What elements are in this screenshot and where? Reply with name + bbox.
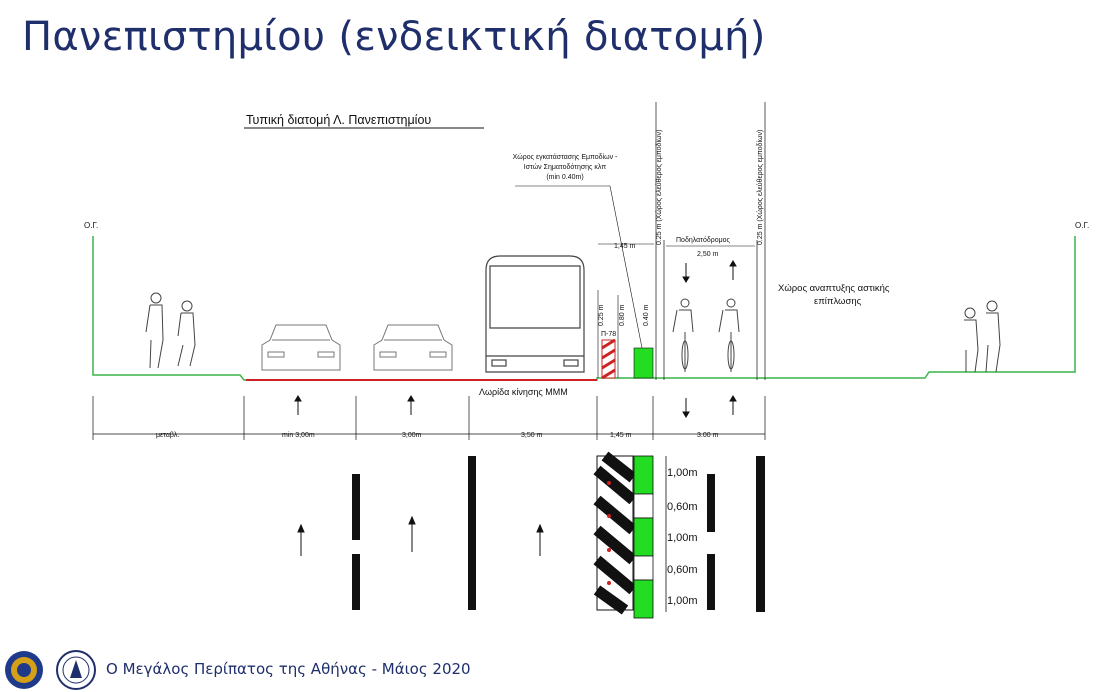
width-label-2: 3,00m (402, 432, 422, 439)
pedestrians-left-icon (145, 292, 196, 369)
building-line-left-label: Ο.Γ. (84, 221, 98, 230)
urban-space-label-1: Χώρος αναπτυξης αστικής (778, 283, 890, 294)
svg-text:Χώρος εγκατάστασης Εμποδίων -: Χώρος εγκατάστασης Εμποδίων - (513, 153, 618, 161)
footer-text: Ο Μεγάλος Περίπατος της Αθήνας - Μάιος 2… (106, 660, 471, 678)
building-line-right-label: Ο.Γ. (1075, 221, 1089, 230)
plan-dim-0: 1,00m (667, 467, 698, 479)
municipality-logo (5, 651, 43, 689)
dim-040-label: 0.40 m (643, 304, 650, 326)
width-label-1: min 3,00m (282, 432, 315, 439)
green-buffer-blocks (633, 455, 654, 619)
university-seal-logo (56, 650, 96, 690)
width-label-0: μεταβλ. (156, 432, 179, 439)
clearance-left-label: 0.25 m (Χώρος ελεύθερος εμποδίων) (655, 130, 663, 245)
obstacle-zone-section (633, 347, 654, 379)
obstacle-note: Χώρος εγκατάστασης Εμποδίων - Ιστών Σημα… (513, 153, 643, 349)
car-icon-1 (261, 324, 341, 371)
plan-dim-4: 1,00m (667, 595, 698, 607)
sign-code-label: Π-78 (601, 331, 616, 338)
plan-dim-1: 0,60m (667, 501, 698, 513)
bus-icon (485, 255, 585, 373)
width-145-top-label: 1,45 m (614, 243, 636, 250)
sign-p78-icon (601, 338, 616, 380)
plan-dim-3: 0,60m (667, 564, 698, 576)
pedestrians-right-icon (964, 300, 1001, 373)
width-label-5: 3.00 m (697, 432, 719, 439)
plan-view: 1,00m 0,60m 1,00m 0,60m 1,00m (297, 451, 765, 619)
plan-dim-2: 1,00m (667, 532, 698, 544)
hatched-island (593, 451, 637, 615)
bike-lane-label: Ποδηλατόδρομος (676, 236, 731, 244)
dim-080-label: 0.80 m (619, 304, 626, 326)
width-label-4: 1,45 m (610, 432, 632, 439)
width-label-3: 3,50 m (521, 432, 543, 439)
dimension-line (92, 396, 766, 440)
section-title: Τυπική διατομή Λ. Πανεπιστημίου (246, 113, 431, 127)
bike-lane-width-label: 2,50 m (697, 251, 719, 258)
cyclist-icon-2 (718, 298, 740, 372)
urban-space-label-2: επίπλωσης (814, 296, 862, 307)
svg-text:Ιστών Σηματοδότησης κλπ: Ιστών Σηματοδότησης κλπ (524, 163, 607, 171)
bus-lane-label: Λωρίδα κίνησης ΜΜΜ (479, 387, 568, 397)
car-icon-2 (373, 324, 453, 371)
svg-text:(min 0.40m): (min 0.40m) (546, 174, 583, 181)
clearance-right-label: 0.25 m (Χώρος ελεύθερος εμποδίων) (756, 130, 764, 245)
slide-title: Πανεπιστημίου (ενδεικτική διατομή) (22, 14, 766, 60)
dim-025-label: 0.25 m (598, 304, 605, 326)
cyclist-icon-1 (672, 298, 694, 372)
